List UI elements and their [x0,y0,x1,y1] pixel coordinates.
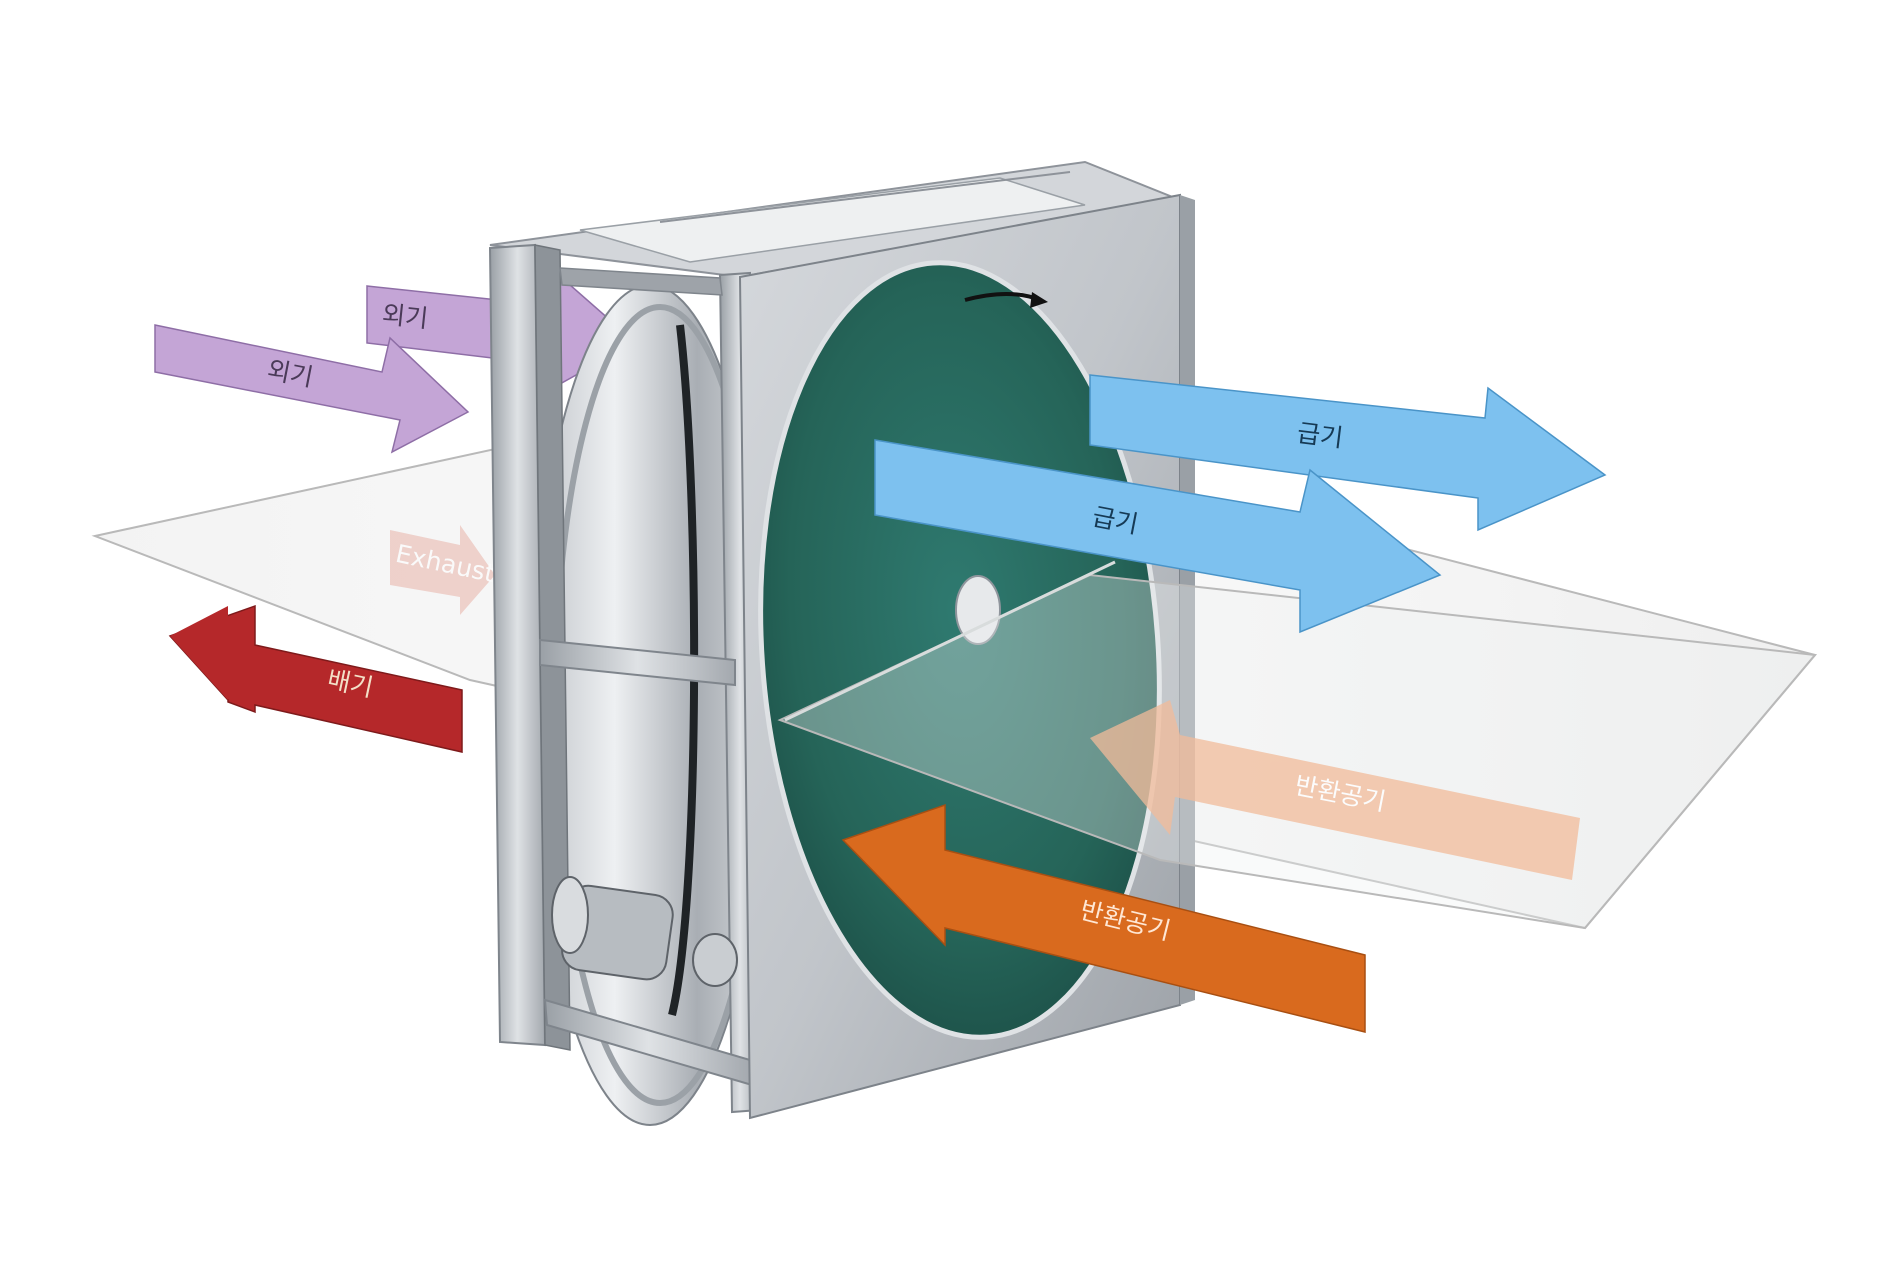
exhaust-arrow-back: Exhaust [390,525,498,615]
outdoor-air-back-label: 외기 [381,300,430,334]
rotor-hub [955,575,1001,645]
drive-motor [551,876,738,987]
return-air-arrow-back: 반환공기 [1090,700,1580,880]
exhaust-air-arrow-front: 배기 [168,604,463,753]
supply-air-arrow-front: 급기 [874,439,1442,634]
supply-air-arrow-back: 급기 [1089,374,1607,532]
supply-air-back-label: 급기 [1296,418,1345,452]
outdoor-air-arrow-front: 외기 [154,324,470,454]
drive-belt [668,324,699,1016]
return-air-arrow-front: 반환공기 [841,803,1366,1033]
